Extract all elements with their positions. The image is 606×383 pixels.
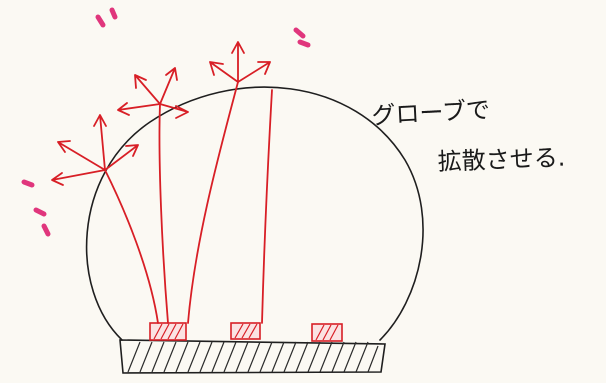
sparkle-mark — [293, 27, 311, 48]
base-plate — [119, 339, 386, 374]
light-ray — [117, 67, 189, 324]
base-hatching — [127, 341, 379, 373]
led-chip — [149, 322, 187, 341]
light-ray — [187, 41, 271, 324]
sparkle-mark — [21, 179, 51, 237]
light-ray — [51, 114, 159, 324]
note-line-2: 拡散させる. — [437, 144, 566, 176]
light-ray — [261, 89, 273, 324]
globe-outline — [85, 86, 424, 341]
led-chip — [311, 323, 343, 342]
led-chip — [230, 322, 261, 340]
note-line-1: グローブで — [371, 96, 491, 130]
sparkle-mark — [95, 7, 118, 28]
